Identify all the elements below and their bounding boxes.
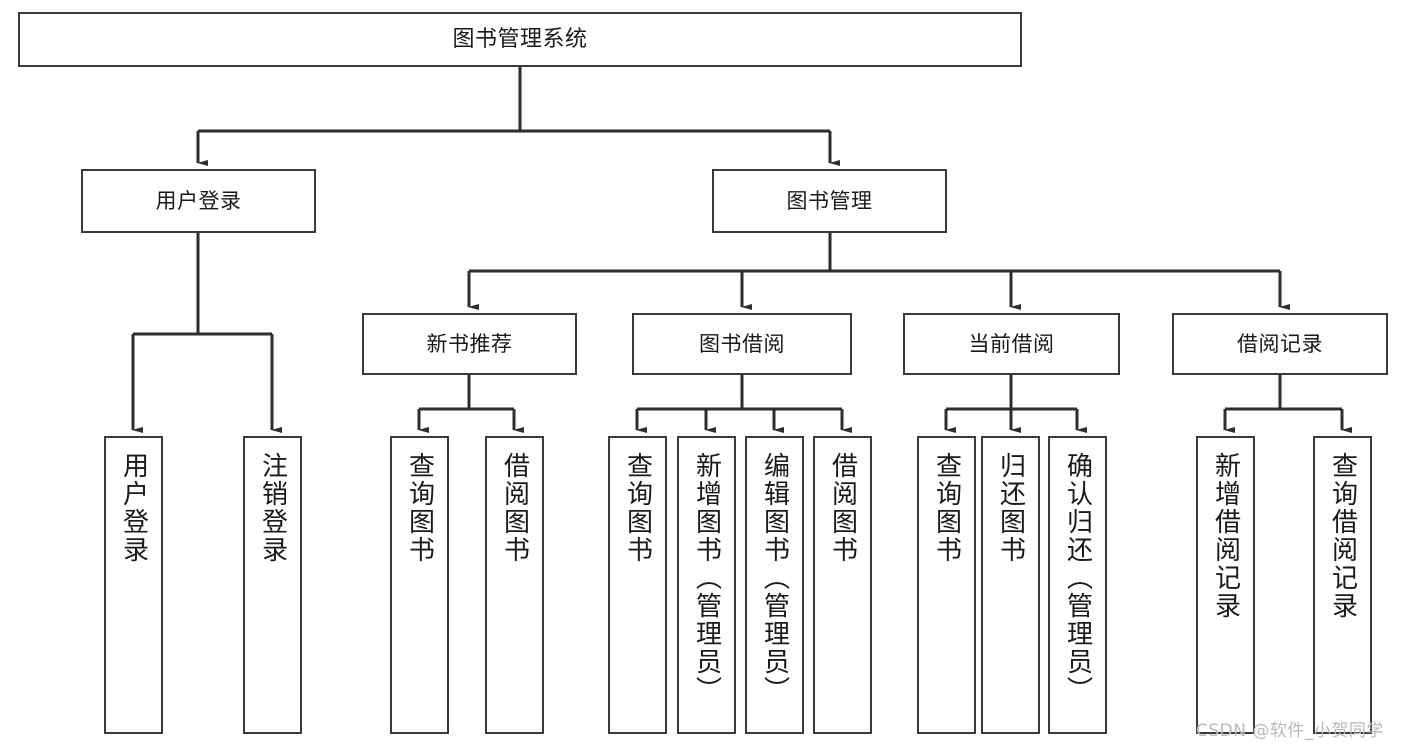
node-label: 图书管理系统: [452, 26, 588, 52]
node-label: 新增图书（管理员）: [691, 452, 722, 704]
leaf-return-book[interactable]: 归还图书: [981, 436, 1040, 734]
leaf-borrow-book-recommend[interactable]: 借阅图书: [485, 436, 544, 734]
leaf-add-borrow-record[interactable]: 新增借阅记录: [1196, 436, 1255, 734]
csdn-watermark: CSDN @软件_小贺同学: [1196, 721, 1384, 741]
node-label: 查询借阅记录: [1327, 452, 1358, 620]
leaf-logout[interactable]: 注销登录: [243, 436, 302, 734]
node-label: 借阅图书: [827, 452, 858, 564]
leaf-confirm-return-admin[interactable]: 确认归还（管理员）: [1048, 436, 1107, 734]
node-label: 查询图书: [404, 452, 435, 564]
node-label: 图书管理: [786, 188, 873, 213]
leaf-borrow-book[interactable]: 借阅图书: [813, 436, 872, 734]
node-label: 新书推荐: [426, 331, 513, 356]
node-label: 注销登录: [257, 452, 288, 564]
node-user-login[interactable]: 用户登录: [81, 169, 316, 233]
leaf-query-book-borrow[interactable]: 查询图书: [608, 436, 667, 734]
node-label: 当前借阅: [968, 331, 1055, 356]
leaf-edit-book-admin[interactable]: 编辑图书（管理员）: [745, 436, 804, 734]
leaf-query-borrow-record[interactable]: 查询借阅记录: [1313, 436, 1372, 734]
node-new-book-recommend[interactable]: 新书推荐: [362, 313, 577, 375]
node-label: 确认归还（管理员）: [1062, 452, 1093, 704]
node-root-system[interactable]: 图书管理系统: [18, 12, 1022, 67]
node-label: 查询图书: [622, 452, 653, 564]
node-label: 用户登录: [155, 188, 242, 213]
node-current-borrow[interactable]: 当前借阅: [903, 313, 1120, 375]
leaf-query-book-current[interactable]: 查询图书: [917, 436, 976, 734]
node-label: 新增借阅记录: [1210, 452, 1241, 620]
node-label: 借阅记录: [1237, 331, 1323, 356]
node-label: 编辑图书（管理员）: [759, 452, 790, 704]
node-book-borrow[interactable]: 图书借阅: [632, 313, 852, 375]
node-label: 用户登录: [118, 452, 149, 564]
node-label: 借阅图书: [499, 452, 530, 564]
node-book-management[interactable]: 图书管理: [712, 169, 947, 233]
leaf-query-book-recommend[interactable]: 查询图书: [390, 436, 449, 734]
node-label: 图书借阅: [699, 331, 785, 356]
leaf-user-login[interactable]: 用户登录: [104, 436, 163, 734]
node-label: 归还图书: [995, 452, 1026, 564]
node-borrow-record[interactable]: 借阅记录: [1172, 313, 1388, 375]
leaf-add-book-admin[interactable]: 新增图书（管理员）: [677, 436, 736, 734]
node-label: 查询图书: [931, 452, 962, 564]
